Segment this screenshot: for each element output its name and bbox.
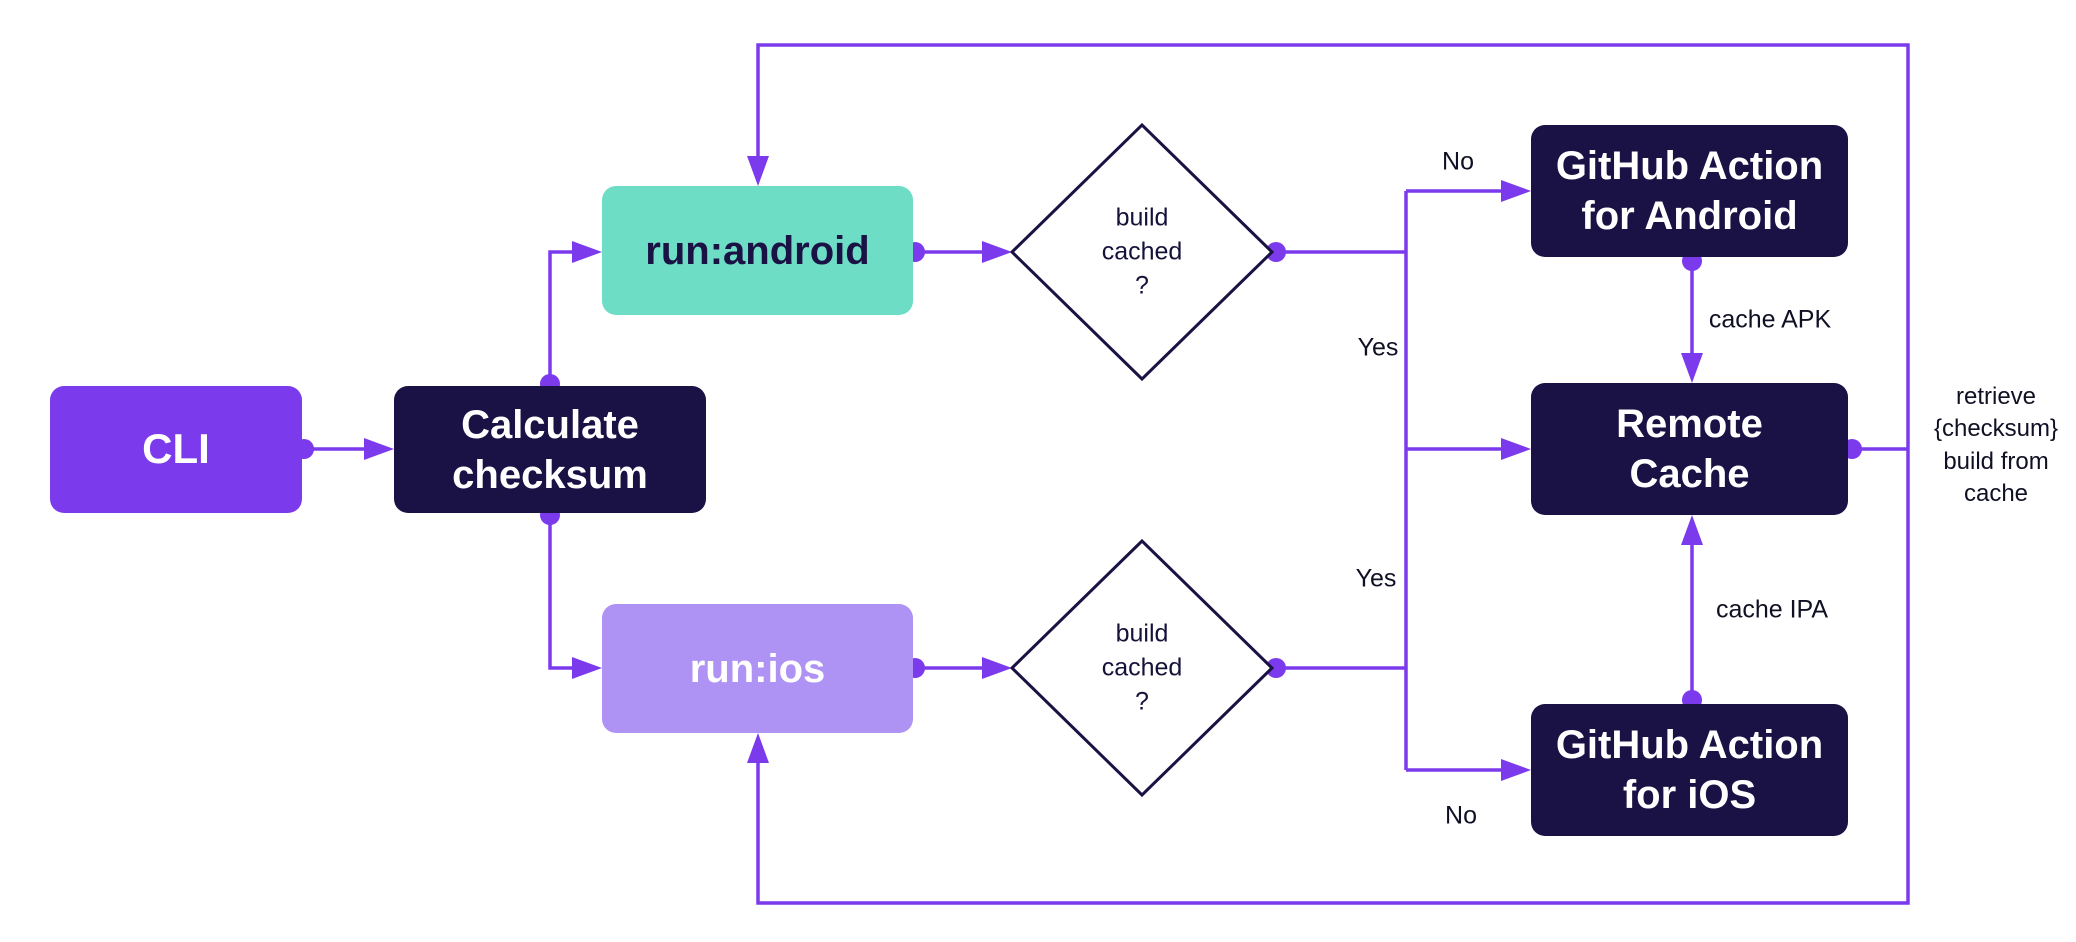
edge-run-ios-to-decision (905, 657, 1012, 679)
edge-label-yes-ios: Yes (1355, 564, 1397, 593)
edge-decision-ios-to-bus (1266, 658, 1406, 678)
edge-remote-cache-to-rail (1842, 439, 1908, 459)
edge-label-retrieve-from-cache: retrieve {checksum} build from cache (1933, 383, 2059, 508)
node-remote-cache-label: Remote Cache (1616, 402, 1763, 496)
node-github-action-ios: GitHub Action for iOS (1531, 704, 1848, 836)
edge-gha-ios-to-remote-cache (1681, 515, 1703, 710)
decision-android-label: build cached ? (1101, 203, 1183, 299)
edge-label-cache-ipa: cache IPA (1715, 595, 1829, 624)
edge-label-cache-apk: cache APK (1708, 305, 1832, 334)
edge-decision-android-to-bus (1266, 242, 1406, 262)
edge-label-no-ios: No (1445, 801, 1477, 830)
edge-run-android-to-decision (905, 241, 1012, 263)
edge-rail-bottom-loop-to-run-ios (747, 449, 1910, 905)
decision-diamond-android (1009, 122, 1275, 382)
edge-label-no-android: No (1442, 147, 1474, 176)
node-cli-label: CLI (142, 425, 210, 473)
edge-bus-to-remote-cache (1406, 438, 1531, 460)
edge-cli-to-checksum (294, 438, 394, 460)
decision-diamond-ios (1009, 538, 1275, 798)
edge-label-yes-android: Yes (1357, 333, 1399, 362)
node-run-ios: run:ios (602, 604, 913, 733)
node-cli: CLI (50, 386, 302, 513)
node-run-android: run:android (602, 186, 913, 315)
node-github-action-android: GitHub Action for Android (1531, 125, 1848, 257)
node-run-android-label: run:android (645, 228, 870, 273)
edge-rail-top-loop-to-run-android (747, 43, 1910, 449)
edge-checksum-to-run-ios (540, 505, 602, 679)
node-github-action-android-label: GitHub Action for Android (1555, 144, 1824, 238)
edge-gha-android-to-remote-cache (1681, 251, 1703, 383)
decision-ios-label: build cached ? (1101, 619, 1183, 715)
node-calculate-checksum: Calculate checksum (394, 386, 706, 513)
edge-bus-to-gha-ios (1406, 759, 1531, 781)
node-remote-cache: Remote Cache (1531, 383, 1848, 515)
edge-bus-to-gha-android (1406, 180, 1531, 202)
node-run-ios-label: run:ios (689, 646, 826, 691)
node-github-action-ios-label: GitHub Action for iOS (1555, 723, 1824, 817)
node-calculate-checksum-label: Calculate checksum (452, 402, 648, 497)
edge-checksum-to-run-android (540, 241, 602, 394)
